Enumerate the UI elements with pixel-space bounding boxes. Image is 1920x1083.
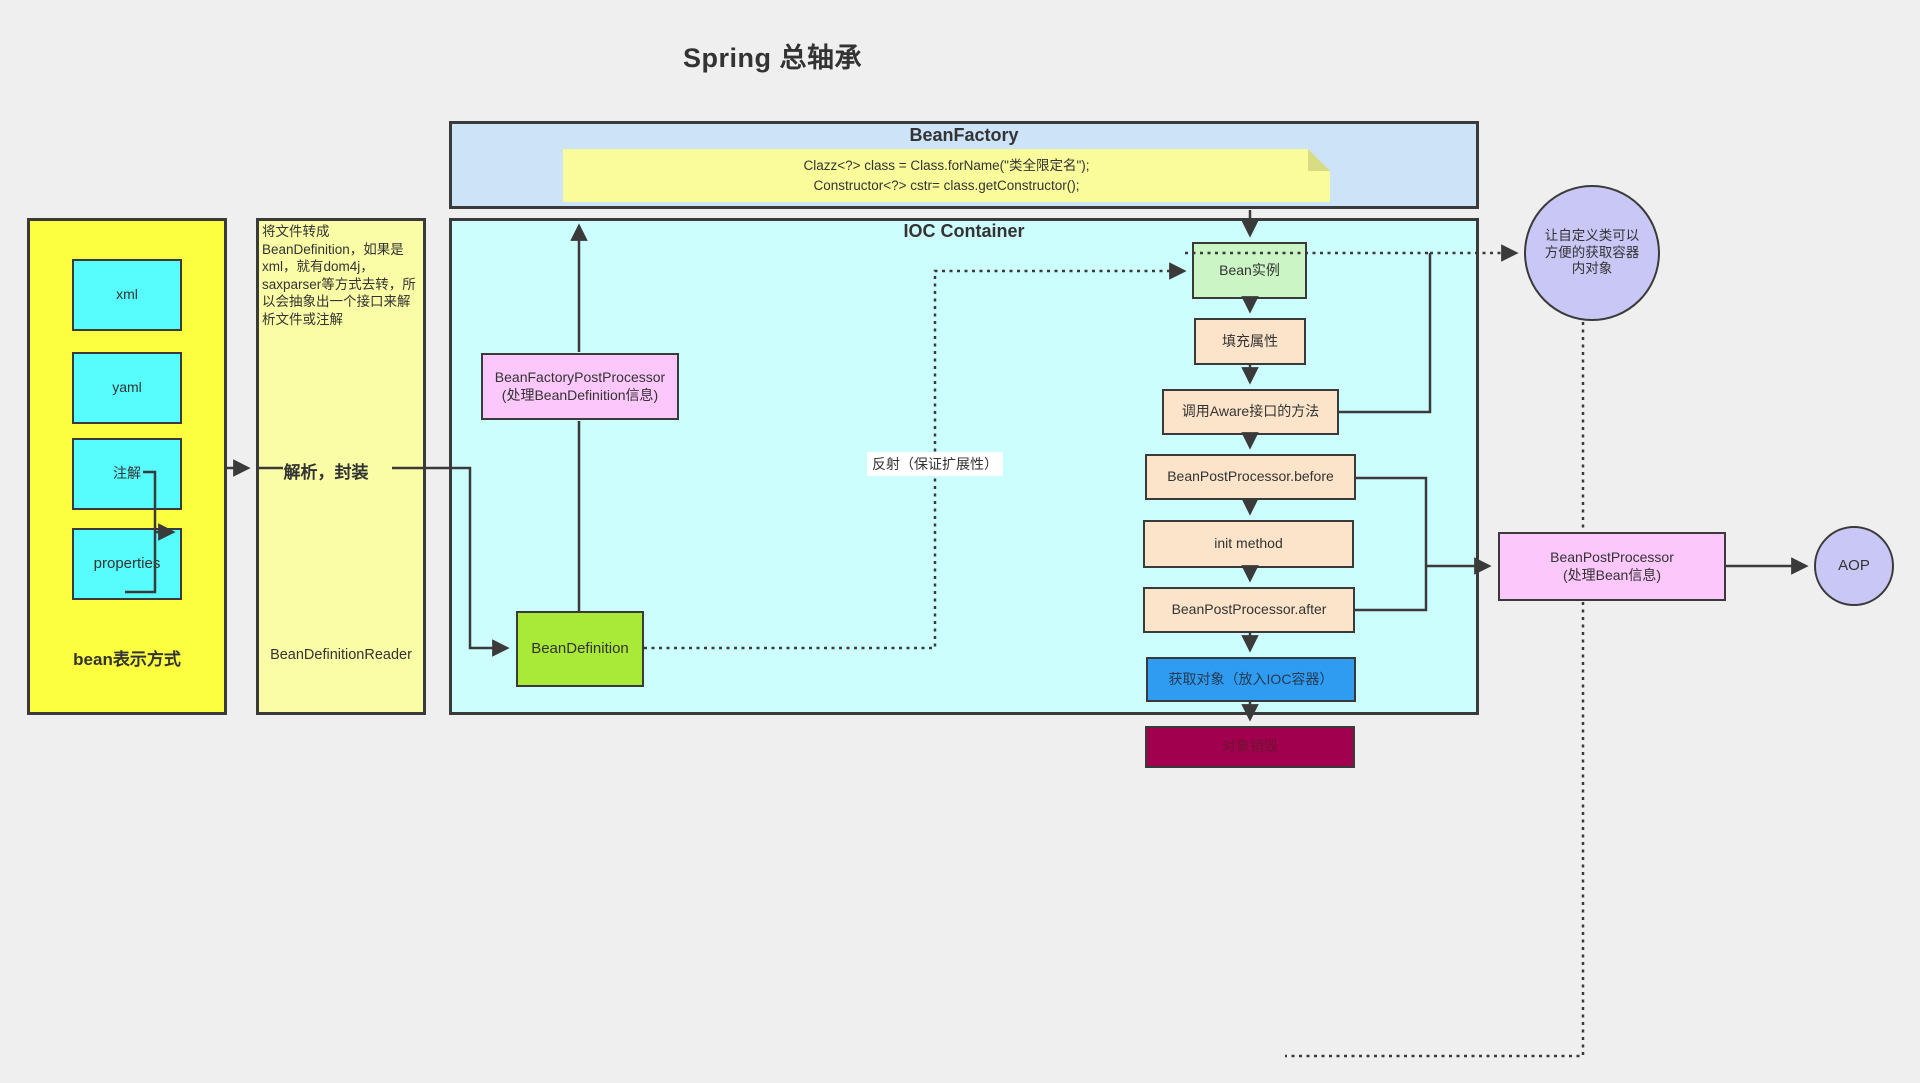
fill-properties-label: 填充属性 (1222, 332, 1278, 349)
bpp-line1: BeanPostProcessor (1550, 549, 1674, 565)
code-line-2: Constructor<?> cstr= class.getConstructo… (813, 177, 1080, 193)
node-destroy-object: 对象销毁 (1145, 726, 1355, 768)
reader-note-text: 将文件转成BeanDefinition，如果是xml，就有dom4j，saxpa… (262, 224, 416, 327)
node-annotation: 注解 (72, 438, 182, 510)
node-properties-label: properties (93, 554, 161, 572)
node-bean-instance: Bean实例 (1192, 242, 1307, 299)
node-bean-post-processor: BeanPostProcessor (处理Bean信息) (1498, 532, 1726, 601)
node-yaml: yaml (72, 352, 182, 424)
bean-definition-reader-label: BeanDefinitionReader (270, 647, 412, 663)
node-aware-methods: 调用Aware接口的方法 (1162, 389, 1339, 435)
node-annotation-label: 注解 (113, 465, 141, 482)
code-line-1: Clazz<?> class = Class.forName("类全限定名"); (803, 157, 1090, 173)
reflection-label: 反射（保证扩展性） (867, 452, 1003, 476)
aware-label: 调用Aware接口的方法 (1181, 403, 1320, 420)
reflection-code-note: Clazz<?> class = Class.forName("类全限定名");… (563, 149, 1330, 202)
bpp-after-label: BeanPostProcessor.after (1171, 601, 1327, 618)
custom-class-circle-label: 让自定义类可以方便的获取容器内对象 (1544, 227, 1640, 277)
node-get-object: 获取对象（放入IOC容器） (1146, 657, 1356, 702)
node-custom-class-circle: 让自定义类可以方便的获取容器内对象 (1524, 185, 1660, 321)
parse-encapsulate-label: 解析，封装 (283, 463, 369, 482)
node-init-method: init method (1143, 520, 1354, 568)
node-xml: xml (72, 259, 182, 331)
aop-label: AOP (1838, 556, 1870, 574)
node-yaml-label: yaml (112, 379, 142, 396)
bean-definition-label: BeanDefinition (531, 639, 629, 657)
node-bean-factory-post-processor: BeanFactoryPostProcessor (处理BeanDefiniti… (481, 353, 679, 420)
ioc-container-title: IOC Container (903, 221, 1025, 241)
node-fill-properties: 填充属性 (1194, 318, 1306, 365)
bpp-line2: (处理Bean信息) (1562, 566, 1662, 583)
bpp-before-label: BeanPostProcessor.before (1167, 468, 1334, 485)
node-aop-circle: AOP (1814, 526, 1894, 606)
bean-instance-label: Bean实例 (1219, 261, 1280, 278)
destroy-object-label: 对象销毁 (1222, 738, 1278, 755)
node-bpp-before: BeanPostProcessor.before (1145, 454, 1356, 500)
node-xml-label: xml (116, 286, 138, 303)
node-bean-definition: BeanDefinition (516, 611, 644, 687)
bean-sources-label: bean表示方式 (73, 650, 181, 669)
init-method-label: init method (1214, 535, 1283, 552)
beanfactory-title: BeanFactory (909, 125, 1019, 145)
node-properties: properties (72, 528, 182, 600)
page-title: Spring 总轴承 (683, 43, 862, 73)
bfpp-line2: (处理BeanDefinition信息) (501, 386, 659, 403)
node-bpp-after: BeanPostProcessor.after (1143, 587, 1355, 633)
bean-definition-reader-panel (256, 218, 426, 715)
get-object-label: 获取对象（放入IOC容器） (1168, 670, 1334, 687)
bfpp-line1: BeanFactoryPostProcessor (494, 369, 666, 385)
